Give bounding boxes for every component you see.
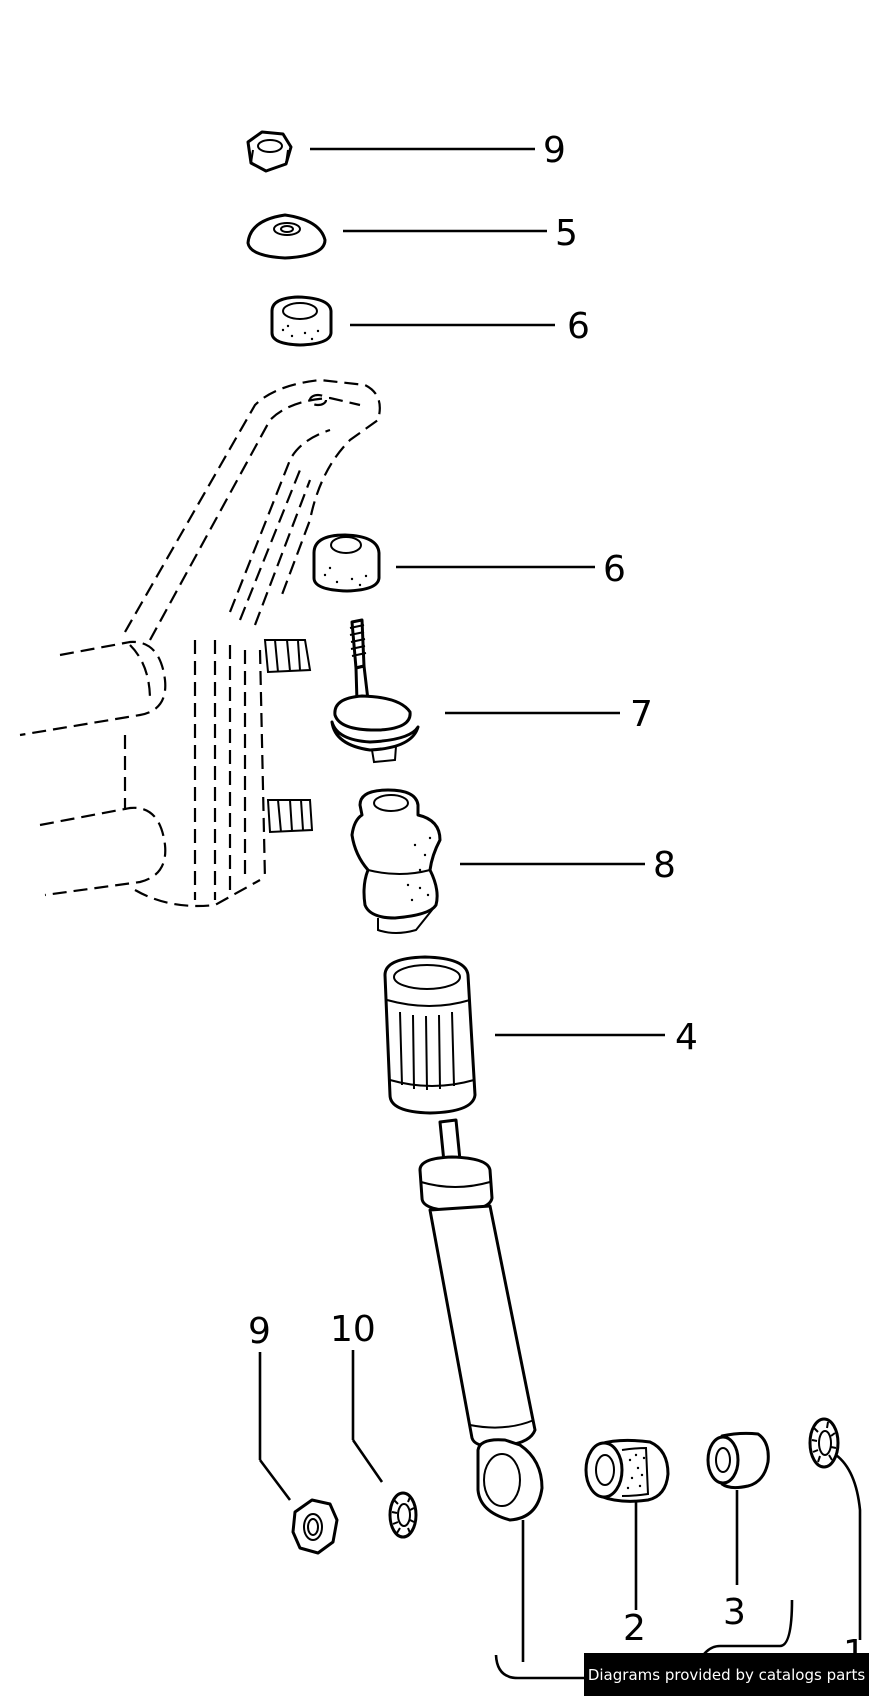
- credit-banner: Diagrams provided by catalogs parts: [584, 1653, 869, 1696]
- callout-top-washer: 5: [555, 213, 578, 254]
- bottom-sleeve: [706, 1431, 770, 1490]
- callout-bottom-bushing: 2: [623, 1608, 646, 1649]
- callout-stud: 7: [630, 694, 653, 735]
- bottom-nut: [291, 1498, 339, 1555]
- leader-right-lock-washer: [835, 1453, 862, 1640]
- callout-bottom-nut: 9: [248, 1311, 271, 1352]
- leader-bottom-nut-diag: [258, 1459, 292, 1501]
- dust-cover: [383, 955, 477, 1115]
- right-lock-washer: [808, 1417, 840, 1469]
- callout-dust-cover: 4: [675, 1017, 698, 1058]
- callout-bump-stop: 8: [653, 845, 676, 886]
- callout-top-bushing: 6: [567, 306, 590, 347]
- callout-bottom-lock-washer: 10: [330, 1309, 376, 1350]
- axle-beam-outline: [19, 378, 381, 908]
- bottom-rubber-bushing: [584, 1438, 670, 1503]
- lower-rubber-bushing: [312, 533, 381, 593]
- callout-bottom-sleeve: 3: [723, 1592, 746, 1633]
- top-rubber-bushing: [270, 295, 333, 347]
- shock-absorber: [418, 1118, 544, 1522]
- rubber-bump-stop: [350, 788, 442, 934]
- leader-bottom-lock-washer-diag: [351, 1439, 384, 1483]
- callout-lower-bushing: 6: [603, 549, 626, 590]
- bottom-lock-washer: [388, 1491, 418, 1539]
- top-washer: [246, 213, 327, 260]
- top-nut: [246, 130, 293, 173]
- threaded-stud: [330, 618, 420, 764]
- callout-top-nut: 9: [543, 130, 566, 171]
